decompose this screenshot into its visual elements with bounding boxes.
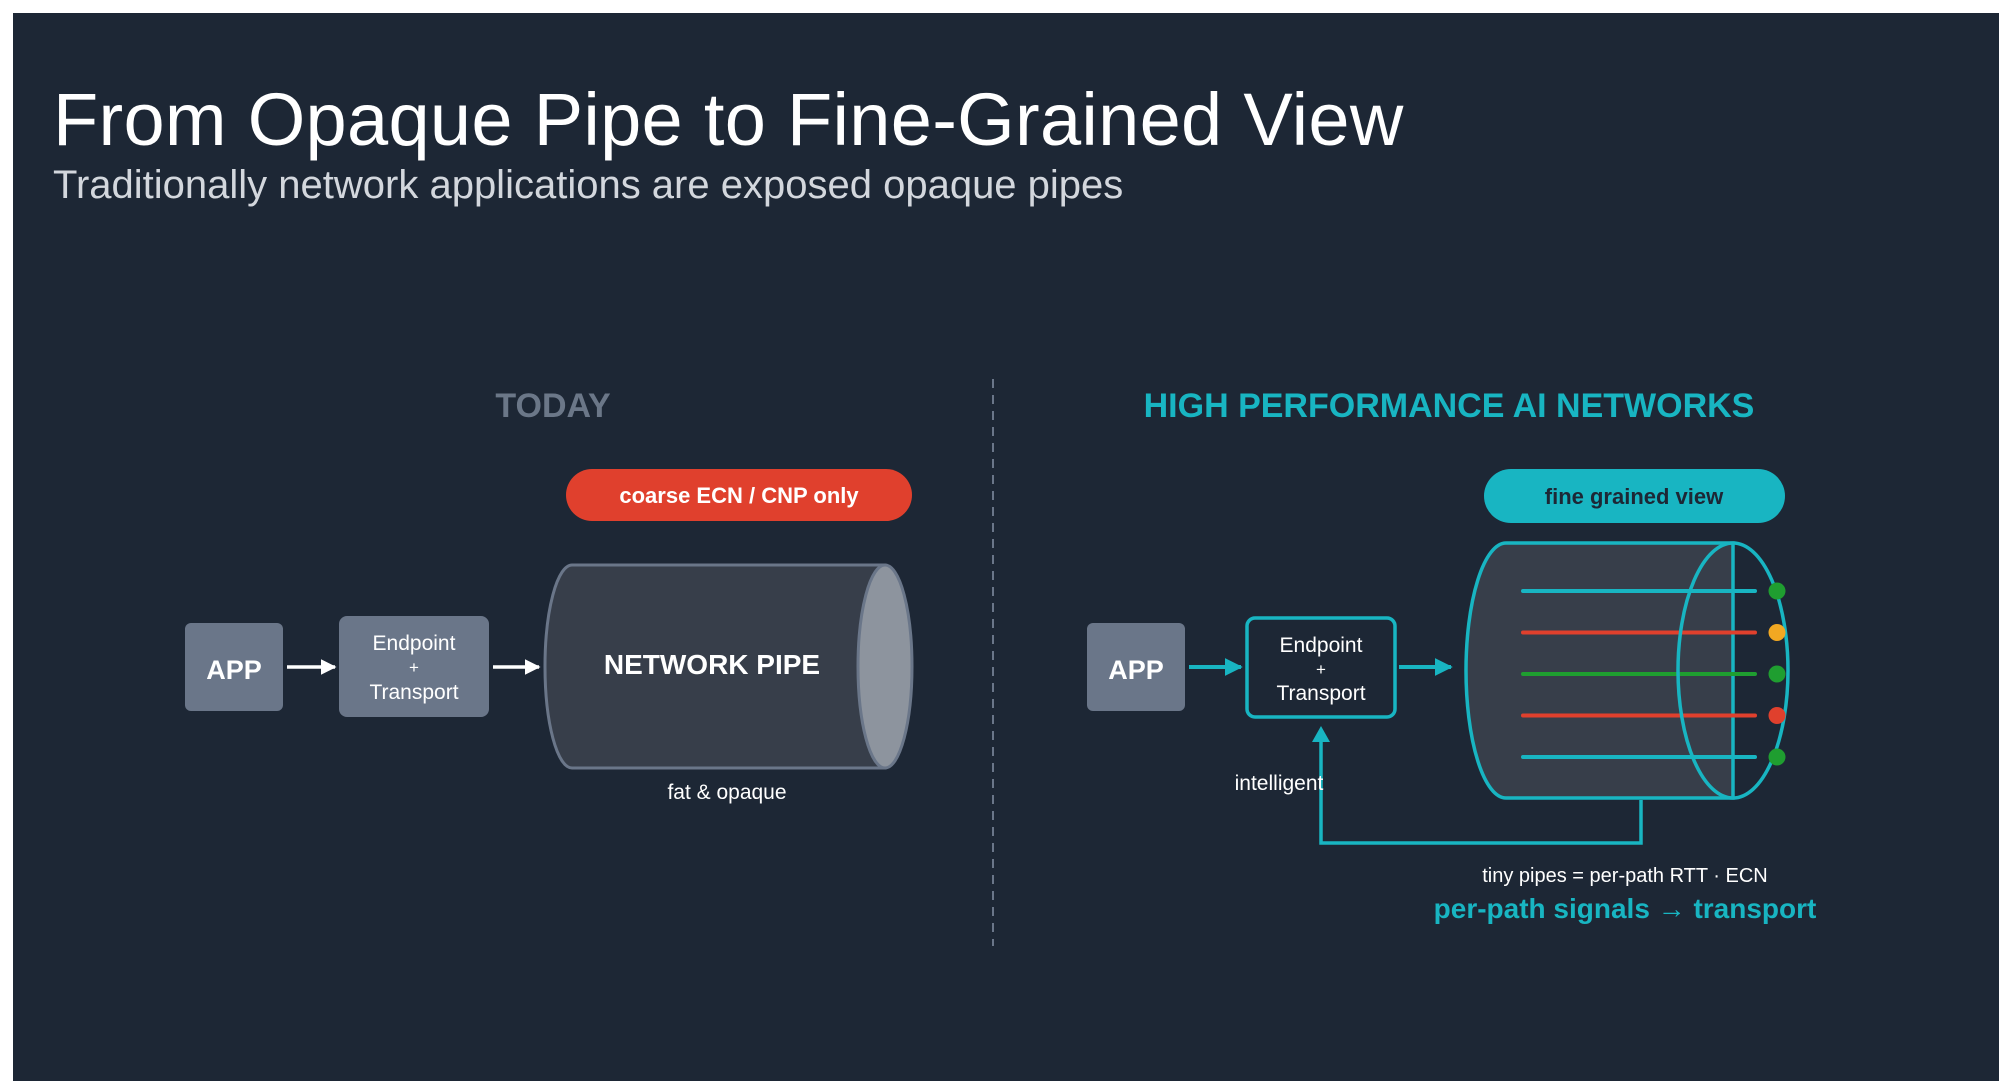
path-status-dot-5	[1768, 748, 1786, 766]
today-endpoint-box	[339, 616, 489, 717]
hpai-app-label: APP	[1108, 655, 1164, 685]
today-badge	[566, 469, 912, 521]
multipath-lines	[1521, 589, 1757, 759]
path-status-dot-2	[1768, 624, 1786, 641]
feedback-arrowhead	[1312, 726, 1330, 742]
hpai-endpoint-plus: +	[1316, 660, 1326, 679]
network-pipe-end	[856, 563, 914, 770]
today-endpoint-line2: Transport	[369, 681, 458, 704]
today-app-label: APP	[206, 655, 262, 685]
today-app-box	[185, 623, 283, 711]
path-status-dots	[1768, 582, 1786, 766]
hpai-endpoint-box	[1245, 616, 1397, 719]
today-endpoint-line1: Endpoint	[373, 632, 456, 655]
today-endpoint-plus: +	[409, 658, 419, 677]
multipath-pipe-body	[1464, 541, 1735, 800]
hpai-signal-text: per-path signals → transport	[1434, 893, 1817, 924]
hpai-badge-label: fine grained view	[1545, 484, 1724, 509]
path-status-dot-3	[1768, 665, 1786, 683]
hpai-endpoint-line2: Transport	[1276, 682, 1365, 705]
slide-subtitle: Traditionally network applications are e…	[53, 163, 1124, 207]
network-pipe-body	[543, 563, 887, 770]
hpai-app-box	[1087, 623, 1185, 711]
hpai-badge	[1484, 469, 1785, 523]
hpai-endpoint-line1: Endpoint	[1280, 634, 1363, 657]
multipath-pipe-end	[1676, 541, 1790, 800]
hpai-heading: HIGH PERFORMANCE AI NETWORKS	[1144, 387, 1755, 425]
slide: From Opaque Pipe to Fine-Grained View Tr…	[13, 13, 1999, 1081]
today-badge-label: coarse ECN / CNP only	[619, 483, 859, 508]
network-pipe-label: NETWORK PIPE	[604, 649, 820, 680]
today-heading: TODAY	[495, 387, 611, 425]
path-status-dot-1	[1768, 582, 1786, 600]
network-pipe-caption: fat & opaque	[667, 781, 786, 804]
comparison-diagram: TODAY APP Endpoint + Transport coarse EC…	[185, 379, 1817, 946]
slide-title: From Opaque Pipe to Fine-Grained View	[53, 78, 1404, 161]
path-status-dot-4	[1768, 707, 1786, 724]
feedback-label: intelligent	[1235, 772, 1324, 795]
hpai-caption: tiny pipes = per-path RTT · ECN	[1482, 865, 1768, 887]
feedback-loop-line	[1319, 741, 1643, 845]
